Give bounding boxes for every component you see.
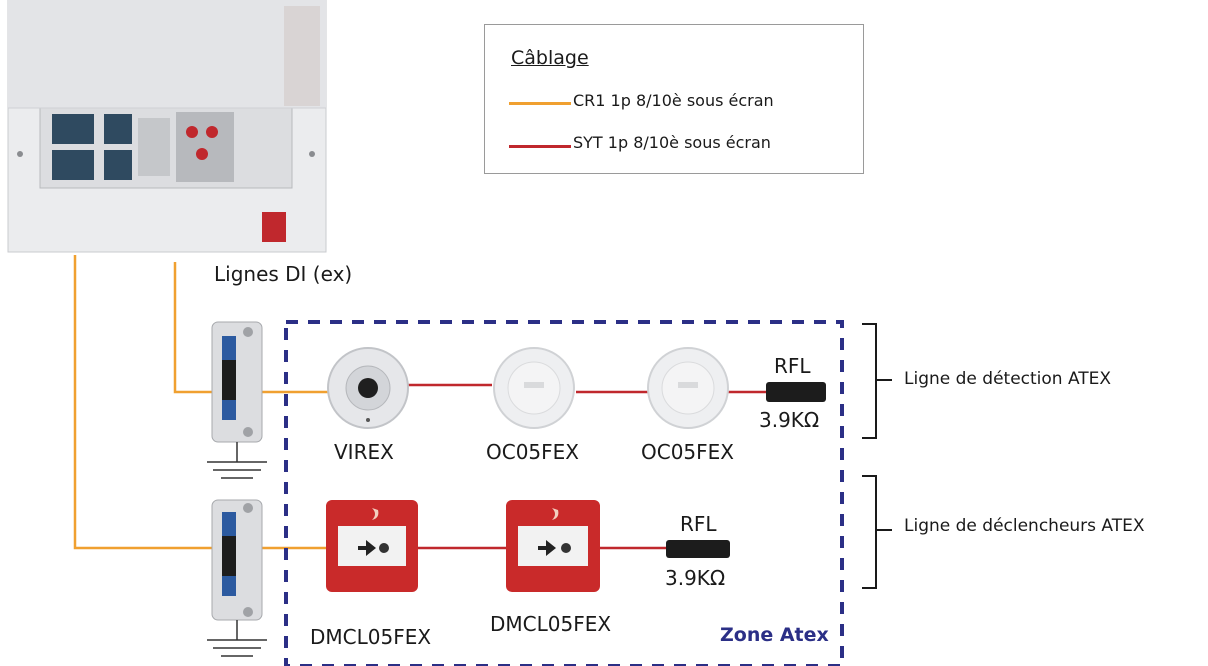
device-label: DMCL05FEX <box>310 625 432 649</box>
trigger-bracket <box>862 475 892 589</box>
dmcl05fex-call-point-icon <box>326 500 418 592</box>
oc05fex-detector-icon <box>493 347 575 429</box>
oc05fex-detector-icon <box>647 347 729 429</box>
rfl-label: RFL <box>680 512 717 536</box>
legend-title: Câblage <box>511 47 589 69</box>
legend-item-syt: SYT 1p 8/10è sous écran <box>573 133 771 152</box>
rfl-resistor-icon <box>766 382 826 402</box>
detection-bracket <box>862 323 892 439</box>
barrier-1 <box>207 321 267 479</box>
legend-box: Câblage CR1 1p 8/10è sous écran SYT 1p 8… <box>484 24 864 174</box>
legend-line-syt <box>509 145 571 148</box>
trigger-line-label: Ligne de déclencheurs ATEX <box>904 516 1145 536</box>
zone-atex-label: Zone Atex <box>720 624 829 646</box>
detection-line-label: Ligne de détection ATEX <box>904 369 1112 389</box>
device-label: OC05FEX <box>486 440 579 464</box>
virex-detector-icon <box>327 347 409 429</box>
rfl-resistor-icon <box>666 540 730 558</box>
device-label: VIREX <box>334 440 394 464</box>
fire-panel <box>7 0 327 253</box>
rfl-value: 3.9KΩ <box>665 566 726 590</box>
panel-label: Lignes DI (ex) <box>214 262 353 286</box>
legend-line-cr1 <box>509 102 571 105</box>
rfl-label: RFL <box>774 354 811 378</box>
device-label: DMCL05FEX <box>490 612 612 636</box>
barrier-2 <box>207 499 267 657</box>
rfl-value: 3.9KΩ <box>759 408 820 432</box>
cable-cr1 <box>73 255 330 550</box>
zone-atex-border <box>284 320 844 666</box>
legend-item-cr1: CR1 1p 8/10è sous écran <box>573 91 774 110</box>
device-label: OC05FEX <box>641 440 734 464</box>
cable-syt <box>406 383 766 550</box>
dmcl05fex-call-point-icon <box>506 500 600 592</box>
